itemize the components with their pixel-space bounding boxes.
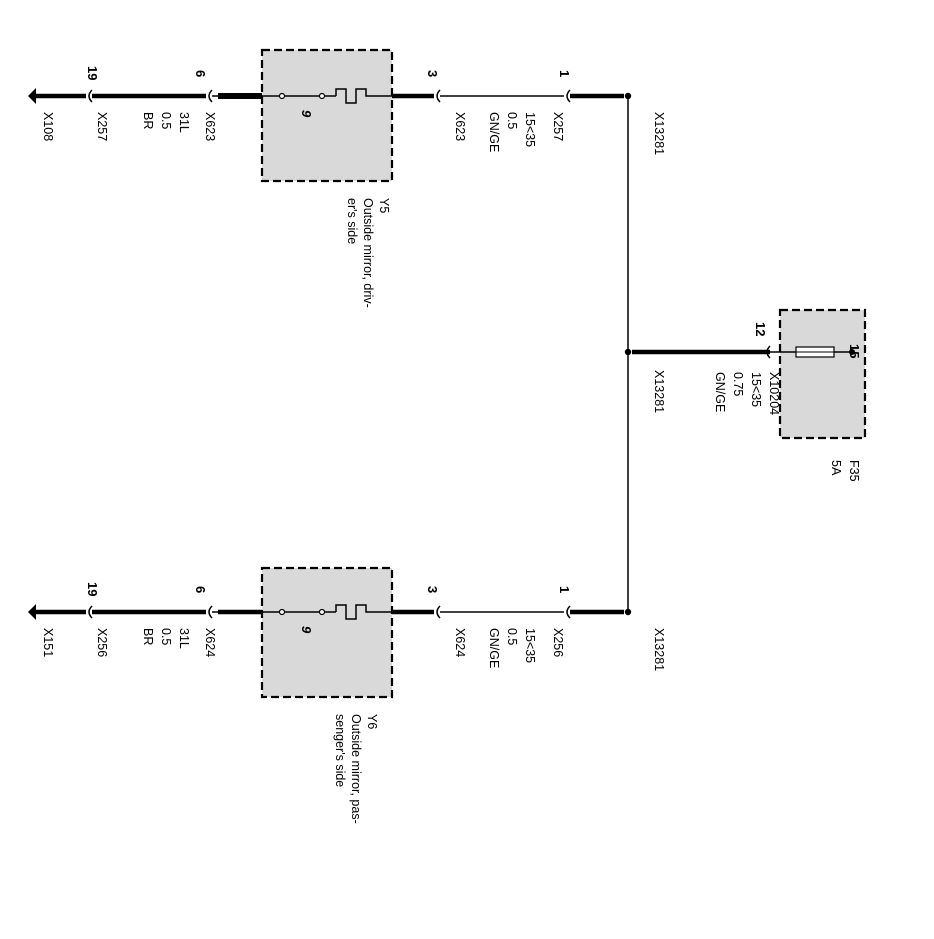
y5-pin-gnd: 19 — [85, 66, 100, 80]
y5-component-box — [260, 48, 394, 183]
y6-heater-icon — [335, 604, 370, 620]
fuse-id: F35 — [847, 460, 861, 482]
y5-pin3-connector-icon — [436, 89, 441, 103]
y6-pin-gnd: 19 — [85, 582, 100, 596]
fuse-wire-color: GN/GE — [713, 372, 727, 412]
y5-symbol: 9 — [299, 110, 314, 118]
y5-wire-out-color: BR — [141, 112, 155, 129]
y5-wire-in-size: 0.5 — [505, 112, 519, 129]
fuse-box — [778, 308, 867, 440]
splice-label-top: X13281 — [652, 112, 666, 155]
y6-pin-in-conn: X256 — [551, 628, 565, 657]
y6-name-line1: Outside mirror, pas- — [349, 714, 363, 824]
y5-wire-out-signal: 31L — [177, 112, 191, 133]
y5-wire-out-size: 0.5 — [159, 112, 173, 129]
y5-wire-in-color: GN/GE — [487, 112, 501, 152]
splice-label-bottom: X13281 — [652, 628, 666, 671]
y6-component-box — [260, 566, 394, 699]
y5-pin-gnd-conn: X257 — [95, 112, 109, 141]
splice-node-top — [624, 92, 632, 100]
y5-pin19-connector-icon — [88, 89, 93, 103]
y6-wire-out-color: BR — [141, 628, 155, 645]
y6-ground-icon — [28, 604, 36, 620]
y5-pin-in: 1 — [557, 70, 572, 77]
y5-pin-out: 6 — [193, 70, 208, 77]
y6-wire-in-size: 0.5 — [505, 628, 519, 645]
fuse-terminal — [849, 349, 855, 355]
y6-wire-out-signal: 31L — [177, 628, 191, 649]
y6-pin-mid: 3 — [425, 586, 440, 593]
y6-pin1-connector-icon — [566, 605, 571, 619]
y5-heater-icon — [335, 88, 370, 104]
splice-node-middle — [624, 348, 632, 356]
y6-id: Y6 — [365, 714, 379, 729]
y5-pin-out-conn: X623 — [203, 112, 217, 141]
y6-pin6-connector-icon — [208, 605, 213, 619]
y5-pin-in-conn: X257 — [551, 112, 565, 141]
fuse-connector-label: X10204 — [767, 372, 781, 415]
y6-wire-in-color: GN/GE — [487, 628, 501, 668]
y5-name-line2: er's side — [345, 198, 359, 244]
y5-name-line1: Outside mirror, driv- — [361, 198, 375, 308]
fuse-out-pin: 12 — [753, 322, 768, 336]
y5-ground-icon — [28, 88, 36, 104]
y6-pin-out-conn: X624 — [203, 628, 217, 657]
y5-pin6-connector-icon — [208, 89, 213, 103]
y6-pin-in: 1 — [557, 586, 572, 593]
y5-pin-mid: 3 — [425, 70, 440, 77]
y6-wire-out-size: 0.5 — [159, 628, 173, 645]
y6-symbol: 9 — [299, 626, 314, 634]
fuse-wire-signal: 15<35 — [749, 372, 763, 407]
splice-node-bottom — [624, 608, 632, 616]
y6-pin19-connector-icon — [88, 605, 93, 619]
fuse-connector-icon — [766, 345, 771, 359]
fuse-rating: 5A — [829, 460, 843, 476]
y5-wire-in-signal: 15<35 — [523, 112, 537, 147]
y6-wire-in-signal: 15<35 — [523, 628, 537, 663]
y5-circuit — [28, 48, 624, 183]
y6-name-line2: senger's side — [333, 714, 347, 787]
y6-pin-out: 6 — [193, 586, 208, 593]
y6-ground-label: X151 — [41, 628, 55, 657]
y6-circuit — [28, 566, 624, 699]
splice-label-middle: X13281 — [652, 370, 666, 413]
fuse-in-pin: 15 — [847, 344, 862, 358]
y6-pin-gnd-conn: X256 — [95, 628, 109, 657]
y5-pin1-connector-icon — [566, 89, 571, 103]
fuse-wire-size: 0.75 — [731, 372, 745, 396]
y6-pin3-connector-icon — [436, 605, 441, 619]
y5-pin-mid-conn: X623 — [453, 112, 467, 141]
y5-id: Y5 — [377, 198, 391, 213]
y5-ground-label: X108 — [41, 112, 55, 141]
y6-pin-mid-conn: X624 — [453, 628, 467, 657]
